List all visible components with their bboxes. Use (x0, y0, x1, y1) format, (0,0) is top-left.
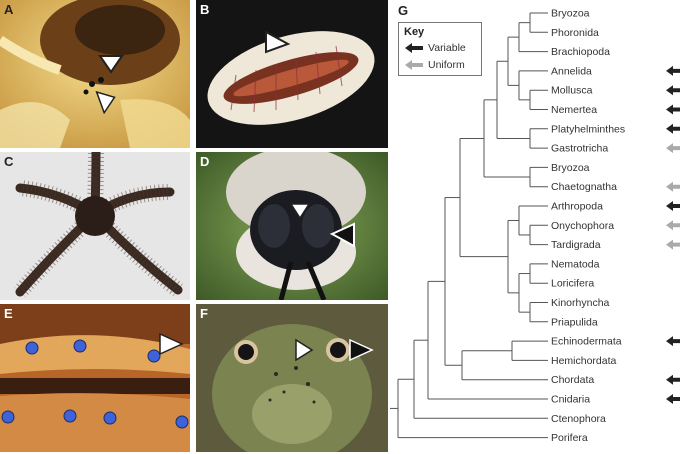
taxon-label: Kinorhyncha (551, 297, 610, 309)
variable-arrow-icon (666, 65, 680, 76)
variable-arrow-icon (666, 104, 680, 115)
taxon-label: Chordata (551, 374, 594, 386)
arrowhead-icon (265, 30, 291, 54)
legend-label-uniform: Uniform (428, 59, 465, 71)
taxon-label: Phoronida (551, 27, 599, 39)
legend-item-variable: Variable (405, 42, 466, 56)
taxon-label: Echinodermata (551, 336, 622, 348)
variable-arrow-icon (666, 336, 680, 347)
variable-arrow-icon (666, 201, 680, 211)
uniform-arrow-icon (666, 239, 680, 250)
panel-g-label: G (398, 3, 408, 18)
taxon-label: Brachiopoda (551, 46, 610, 58)
panel-label: B (200, 2, 210, 17)
panel-label: D (200, 154, 210, 169)
photo-panel-d: D (196, 152, 388, 300)
taxon-labels: BryozoaPhoronidaBrachiopodaAnnelidaMollu… (551, 8, 625, 445)
frog-photo (196, 304, 388, 452)
chiton-photo (196, 0, 388, 148)
variable-arrow-icon (666, 394, 680, 404)
gray-arrow-icon (405, 60, 423, 71)
panel-label: A (4, 2, 14, 17)
taxon-label: Onychophora (551, 220, 614, 232)
photo-panel-a: A (0, 0, 190, 148)
photo-panel-e: E (0, 304, 190, 452)
photo-panel-f: F (196, 304, 388, 452)
taxon-label: Nematoda (551, 258, 600, 270)
panel-label: F (200, 306, 208, 321)
taxon-label: Porifera (551, 432, 588, 444)
variable-arrow-icon (666, 374, 680, 385)
taxon-label: Bryozoa (551, 162, 590, 174)
taxon-label: Hemichordata (551, 355, 617, 367)
legend-label-variable: Variable (428, 42, 466, 54)
arrowhead-icon (289, 203, 311, 220)
spider-photo (0, 0, 190, 148)
panel-label: C (4, 154, 14, 169)
arrowhead-icon (349, 338, 374, 362)
variable-arrow-icon (666, 123, 680, 134)
taxon-label: Ctenophora (551, 413, 606, 425)
arrowhead-icon (295, 338, 314, 362)
panel-label: E (4, 306, 13, 321)
taxon-label: Nemertea (551, 104, 597, 116)
uniform-arrow-icon (666, 220, 680, 231)
black-arrow-icon (405, 43, 423, 54)
taxon-label: Arthropoda (551, 201, 603, 213)
photo-panel-c: C (0, 152, 190, 300)
uniform-arrow-icon (666, 181, 680, 192)
taxon-label: Bryozoa (551, 8, 590, 20)
taxon-label: Gastrotricha (551, 143, 608, 155)
taxon-label: Annelida (551, 65, 592, 77)
taxon-label: Chaetognatha (551, 181, 617, 193)
taxon-label: Priapulida (551, 316, 598, 328)
bumblebee-photo (196, 152, 388, 300)
legend-box: Key Variable Uniform (398, 22, 482, 76)
taxon-label: Loricifera (551, 278, 594, 290)
state-markers (666, 65, 680, 404)
taxon-label: Platyhelminthes (551, 123, 625, 135)
taxon-label: Tardigrada (551, 239, 601, 251)
photo-panel-b: B (196, 0, 388, 148)
arrowhead-icon (98, 55, 124, 74)
taxon-label: Cnidaria (551, 394, 590, 406)
scallop-photo (0, 304, 190, 452)
arrowhead-icon (95, 90, 116, 115)
uniform-arrow-icon (666, 143, 680, 154)
tree-branches (390, 12, 548, 439)
arrowhead-icon (329, 222, 355, 248)
taxon-label: Mollusca (551, 85, 593, 97)
brittle-star-photo (0, 152, 190, 300)
legend-title: Key (404, 26, 425, 38)
arrowhead-icon (159, 332, 184, 356)
legend-item-uniform: Uniform (405, 59, 465, 73)
variable-arrow-icon (666, 85, 680, 96)
